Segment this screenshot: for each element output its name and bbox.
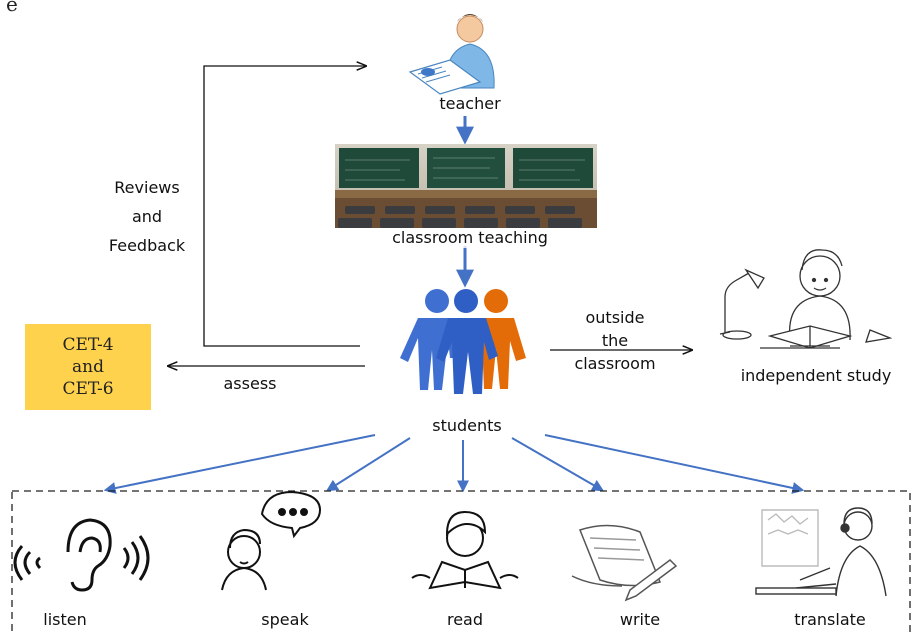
skill-label-translate: translate (794, 610, 866, 629)
outside-label-line-3: classroom (574, 354, 656, 373)
independent-study-label: independent study (740, 366, 892, 385)
assess-label: assess (223, 374, 277, 393)
teacher-icon (408, 14, 495, 95)
outside-label-line-2: the (601, 331, 629, 350)
independent-study-icon (719, 249, 893, 349)
cet-label-line-3: CET-6 (62, 379, 114, 399)
skill-label-listen: listen (43, 610, 87, 629)
feedback-label-line-3: Feedback (108, 236, 186, 255)
feedback-label-line-2: and (131, 207, 163, 226)
speaking-person-icon (221, 490, 322, 591)
feedback-loop-arrow (203, 66, 366, 347)
students-icon (400, 289, 526, 394)
feedback-label-line-1: Reviews (114, 178, 180, 197)
skills-dashed-box (11, 490, 911, 634)
interpreter-icon (755, 507, 887, 597)
classroom-photo (335, 144, 597, 228)
skill-label-write: write (619, 610, 661, 629)
skill-label-speak: speak (261, 610, 309, 629)
skill-label-read: read (446, 610, 484, 629)
students-label: students (432, 416, 502, 435)
reading-child-icon (411, 510, 519, 590)
teacher-label: teacher (439, 94, 501, 113)
writing-paper-icon (571, 524, 678, 602)
cet-label-line-2: and (72, 357, 104, 377)
ear-icon (13, 518, 150, 592)
outside-label-line-1: outside (585, 308, 645, 327)
cet-label-line-1: CET-4 (62, 335, 114, 355)
cet-exam-box: CET-4 and CET-6 (25, 324, 151, 410)
top-fragment-text: e (6, 0, 18, 16)
classroom-teaching-label: classroom teaching (360, 228, 580, 248)
skills-fan-arrows (103, 434, 805, 494)
